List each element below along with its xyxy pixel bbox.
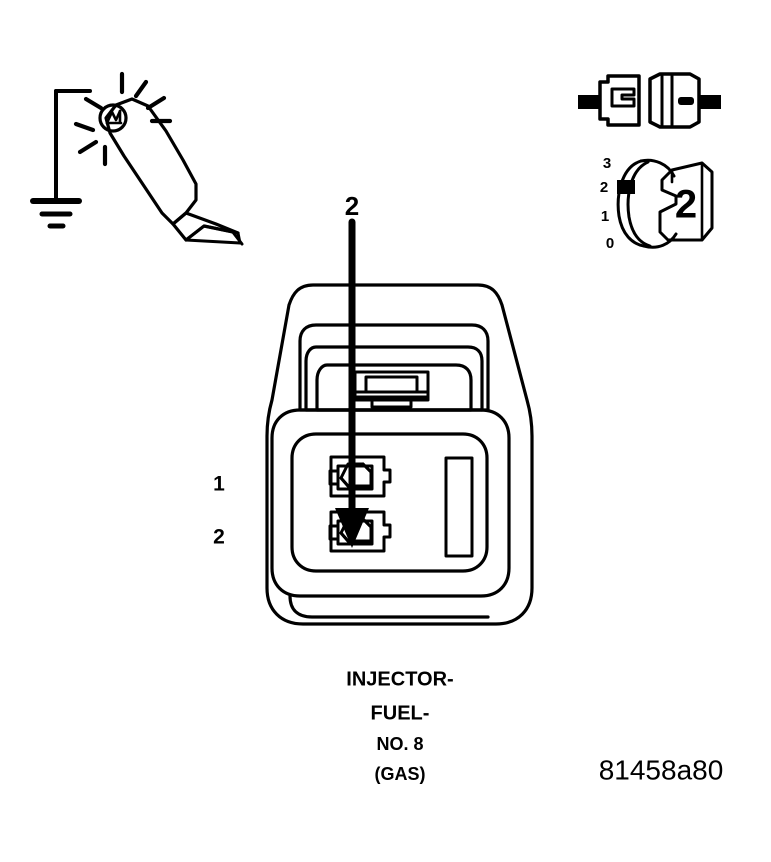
caption-line-2: FUEL- — [371, 702, 430, 724]
scale-indicator: 3 2 1 0 2 — [600, 155, 714, 252]
scale-tick-3: 3 — [603, 155, 611, 172]
figure-caption: INJECTOR- FUEL- NO. 8 (GAS) — [346, 668, 453, 783]
pin-label-2: 2 — [213, 526, 225, 549]
test-light-probe — [73, 71, 244, 246]
connector-body — [265, 283, 534, 626]
scale-tick-0: 0 — [606, 235, 614, 252]
scale-tick-2: 2 — [600, 179, 608, 196]
scale-marker — [617, 180, 635, 194]
caption-line-4: (GAS) — [375, 764, 426, 784]
chassis-ground-symbol — [30, 89, 92, 229]
terminal-cavity-1 — [328, 455, 392, 498]
caption-line-3: NO. 8 — [376, 734, 423, 754]
mating-connector-pair-icon — [578, 72, 721, 129]
light-rays-icon — [73, 71, 173, 167]
pin-label-1: 1 — [213, 473, 225, 496]
probe-callout-label: 2 — [345, 191, 359, 221]
scale-wedge-number: 2 — [675, 183, 697, 227]
probe-pointer-arrow — [335, 218, 369, 548]
scale-tick-1: 1 — [601, 208, 609, 225]
caption-line-1: INJECTOR- — [346, 668, 453, 690]
part-number-label: 81458a80 — [599, 754, 724, 785]
